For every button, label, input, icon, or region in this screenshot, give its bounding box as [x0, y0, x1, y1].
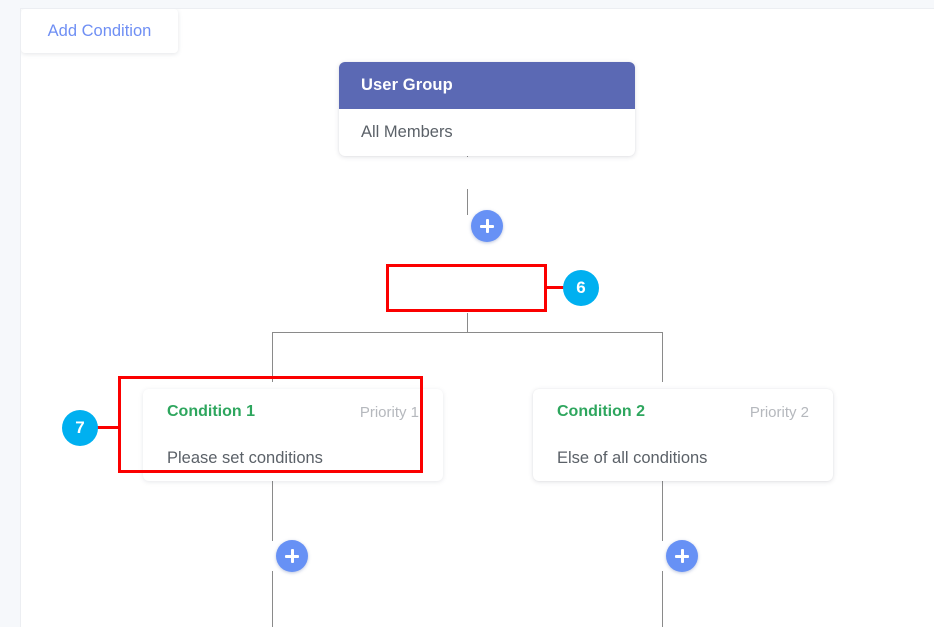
- user-group-body[interactable]: All Members: [339, 109, 635, 156]
- plus-icon: [285, 549, 299, 563]
- flow-panel: User Group All Members Add Condition Con…: [20, 8, 934, 627]
- user-group-node[interactable]: User Group All Members: [339, 62, 635, 156]
- connector-branch-right: [662, 332, 663, 382]
- condition-2-body[interactable]: Else of all conditions: [533, 435, 833, 481]
- condition-1-title: Condition 1: [167, 403, 255, 420]
- condition-2-priority: Priority 2: [749, 403, 809, 421]
- add-node-after-condition-2-button[interactable]: [666, 540, 698, 572]
- connector-branch-bar: [272, 332, 663, 333]
- annotation-leader-6: [546, 286, 565, 289]
- condition-1-node[interactable]: Condition 1 Priority 1 Please set condit…: [143, 389, 443, 481]
- add-condition-label: Add Condition: [47, 21, 152, 40]
- annotation-leader-7: [97, 426, 120, 429]
- connector-branch-left: [272, 332, 273, 382]
- condition-2-node[interactable]: Condition 2 Priority 2 Else of all condi…: [533, 389, 833, 481]
- add-node-after-user-group-button[interactable]: [471, 210, 503, 242]
- user-group-header: User Group: [339, 62, 635, 109]
- connector-below-plus-left: [272, 571, 273, 627]
- connector-below-plus-right: [662, 571, 663, 627]
- add-condition-node[interactable]: Add Condition: [21, 9, 178, 53]
- connector-addcondition-trunk: [467, 313, 468, 333]
- condition-2-body-text: Else of all conditions: [557, 448, 708, 467]
- annotation-badge-7-label: 7: [75, 418, 85, 437]
- condition-1-header: Condition 1 Priority 1: [143, 389, 443, 435]
- condition-1-priority: Priority 1: [359, 403, 419, 421]
- annotation-badge-6: 6: [563, 270, 599, 306]
- plus-icon: [675, 549, 689, 563]
- condition-2-title: Condition 2: [557, 403, 645, 420]
- condition-1-body[interactable]: Please set conditions: [143, 435, 443, 481]
- plus-icon: [480, 219, 494, 233]
- condition-1-body-text: Please set conditions: [167, 448, 323, 467]
- user-group-value: All Members: [361, 123, 453, 141]
- user-group-title: User Group: [361, 76, 453, 94]
- connector-condition1-to-plus: [272, 481, 273, 541]
- condition-2-header: Condition 2 Priority 2: [533, 389, 833, 435]
- connector-plus-to-addcondition: [467, 189, 468, 215]
- annotation-badge-6-label: 6: [576, 278, 586, 297]
- add-node-after-condition-1-button[interactable]: [276, 540, 308, 572]
- connector-condition2-to-plus: [662, 481, 663, 541]
- annotation-badge-7: 7: [62, 410, 98, 446]
